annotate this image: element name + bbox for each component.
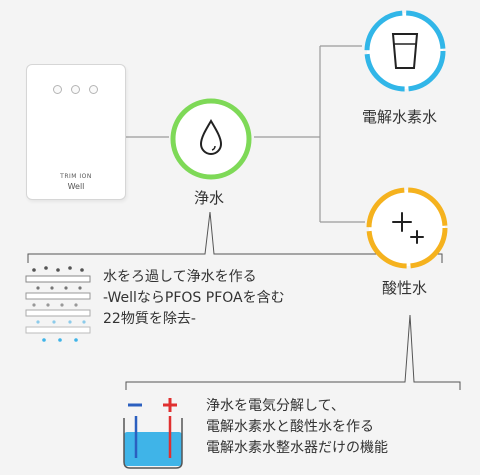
electrolysis-line-1: 浄水を電気分解して、 xyxy=(206,398,345,414)
filtration-line-1: 水をろ過して浄水を作る xyxy=(103,269,257,285)
filtration-line-3: 22物質を除去- xyxy=(103,311,196,327)
water-purifier-device: TRIM ION Well xyxy=(26,64,126,200)
electrolysis-description: 浄水を電気分解して、 電解水素水と酸性水を作る 電解水素水整水器だけの機能 xyxy=(206,396,388,459)
water-glass-icon xyxy=(364,10,446,92)
electrolysis-line-2: 電解水素水と酸性水を作る xyxy=(206,419,374,435)
water-drop-icon xyxy=(170,98,252,180)
acidic-water-label: 酸性水 xyxy=(382,279,428,297)
filtered-water-label: 浄水 xyxy=(194,189,225,207)
filtration-layers-icon xyxy=(25,266,91,342)
electrolysis-line-3: 電解水素水整水器だけの機能 xyxy=(206,440,388,456)
device-button xyxy=(89,85,98,94)
electrolysis-beaker-icon xyxy=(123,398,183,469)
filtration-description: 水をろ過して浄水を作る -WellならPFOS PFOAを含む 22物質を除去- xyxy=(103,267,285,330)
filtration-line-2: -WellならPFOS PFOAを含む xyxy=(103,290,285,306)
device-brand: TRIM ION xyxy=(60,173,92,180)
sparkle-icon xyxy=(366,187,448,269)
device-model: Well xyxy=(67,182,85,191)
device-button xyxy=(53,85,62,94)
hydrogen-water-label: 電解水素水 xyxy=(362,108,438,126)
device-button xyxy=(71,85,80,94)
